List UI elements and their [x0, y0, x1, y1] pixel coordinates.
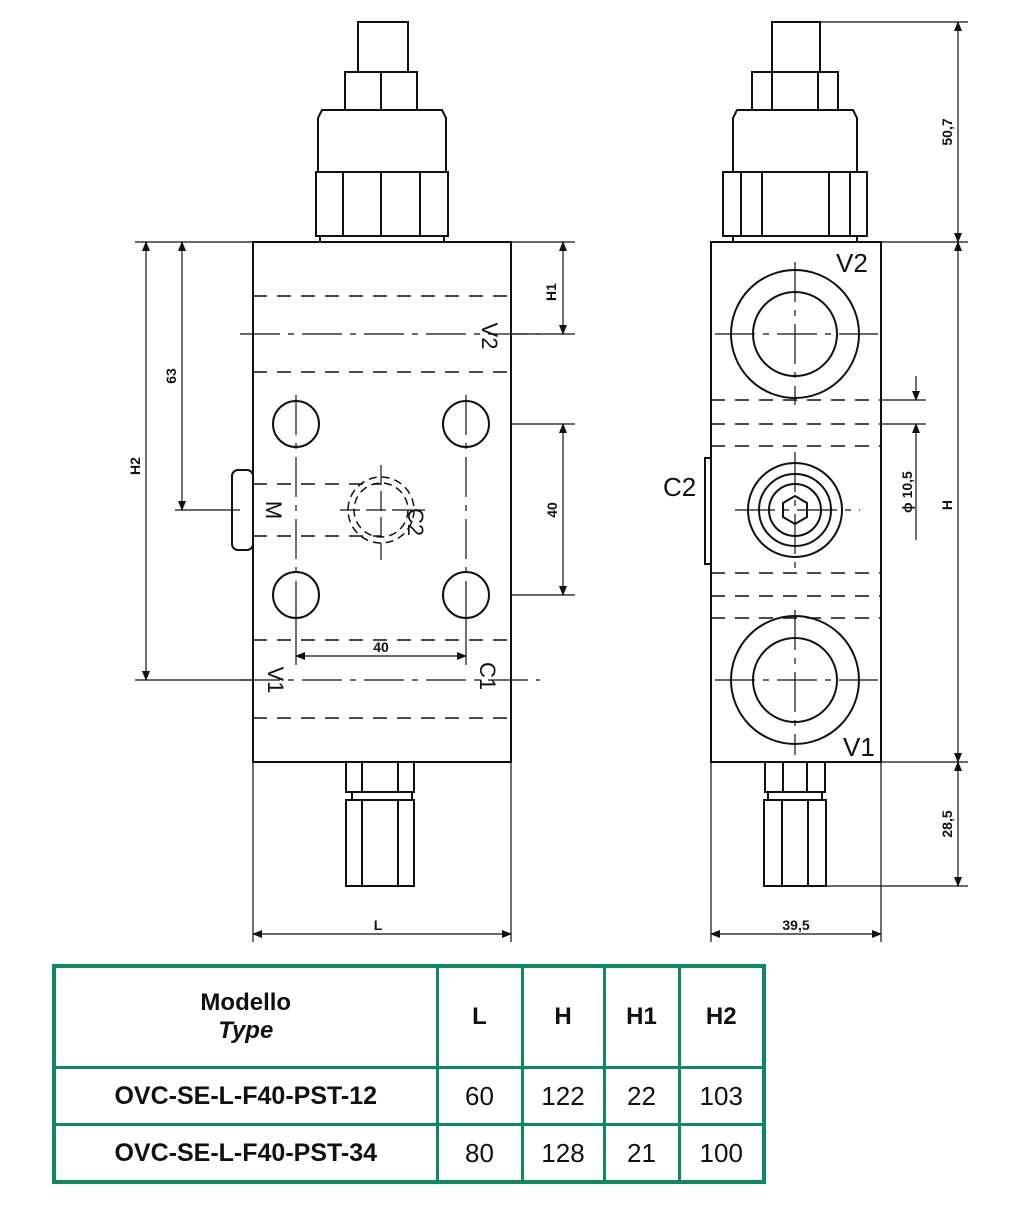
row-h: 128 [520, 1123, 606, 1184]
dim-l-label: L [374, 917, 383, 933]
row-h2: 103 [677, 1066, 766, 1126]
side-bottom-fitting [763, 761, 827, 887]
side-view [704, 21, 882, 887]
front-bottom-fitting [345, 761, 415, 887]
side-adjuster [722, 21, 868, 243]
side-port-c2-label: C2 [663, 472, 696, 502]
row-h1: 22 [602, 1066, 681, 1126]
row-model: OVC-SE-L-F40-PST-12 [52, 1066, 439, 1126]
technical-drawing: H1 63 H2 40 40 L V2 V1 C1 C2 M [127, 21, 968, 942]
row-h: 122 [520, 1066, 606, 1126]
side-port-v1-label: V1 [843, 732, 875, 762]
header-h: H [520, 964, 606, 1069]
dim-39-5-label: 39,5 [782, 917, 809, 933]
header-h2: H2 [677, 964, 766, 1069]
side-body [710, 241, 882, 763]
table-header-row: Modello Type L H H1 H2 [52, 964, 766, 1069]
mount-hole [442, 400, 490, 448]
port-v2-label: V2 [477, 323, 502, 350]
front-view [231, 21, 540, 887]
front-body [252, 241, 512, 763]
table-row: OVC-SE-L-F40-PST-34 80 128 21 100 [52, 1123, 766, 1184]
row-model: OVC-SE-L-F40-PST-34 [52, 1123, 439, 1184]
dim-phi-label: ϕ 10,5 [899, 471, 915, 513]
row-l: 80 [435, 1123, 524, 1184]
mount-hole [272, 400, 320, 448]
front-dimensions [135, 241, 575, 942]
header-model-sub: Type [218, 1017, 274, 1044]
port-c2-label: C2 [403, 508, 428, 536]
dim-63-label: 63 [163, 368, 179, 384]
header-model-label: Modello [200, 989, 292, 1016]
side-port-v2-label: V2 [836, 248, 868, 278]
table-row: OVC-SE-L-F40-PST-12 60 122 22 103 [52, 1066, 766, 1126]
mount-hole [442, 571, 490, 619]
dim-h1-label: H1 [543, 283, 559, 301]
header-model: Modello Type [52, 964, 439, 1069]
port-c1-label: C1 [475, 662, 500, 690]
header-h1: H1 [602, 964, 681, 1069]
dim-50-7-label: 50,7 [939, 118, 955, 145]
dim-h2-label: H2 [127, 457, 143, 475]
dim-h-label: H [939, 500, 955, 510]
dim-40-vertical-label: 40 [544, 502, 560, 518]
header-l: L [435, 964, 524, 1069]
side-dimensions [710, 21, 968, 942]
port-m-label: M [261, 501, 286, 519]
row-h2: 100 [677, 1123, 766, 1184]
spec-table: Modello Type L H H1 H2 OVC-SE-L-F40-PST-… [52, 964, 766, 1184]
dim-28-5-label: 28,5 [939, 810, 955, 837]
mount-hole [272, 571, 320, 619]
port-v1-label: V1 [263, 667, 288, 694]
row-h1: 21 [602, 1123, 681, 1184]
row-l: 60 [435, 1066, 524, 1126]
front-adjuster [315, 21, 449, 243]
dim-40-horizontal-label: 40 [373, 639, 389, 655]
